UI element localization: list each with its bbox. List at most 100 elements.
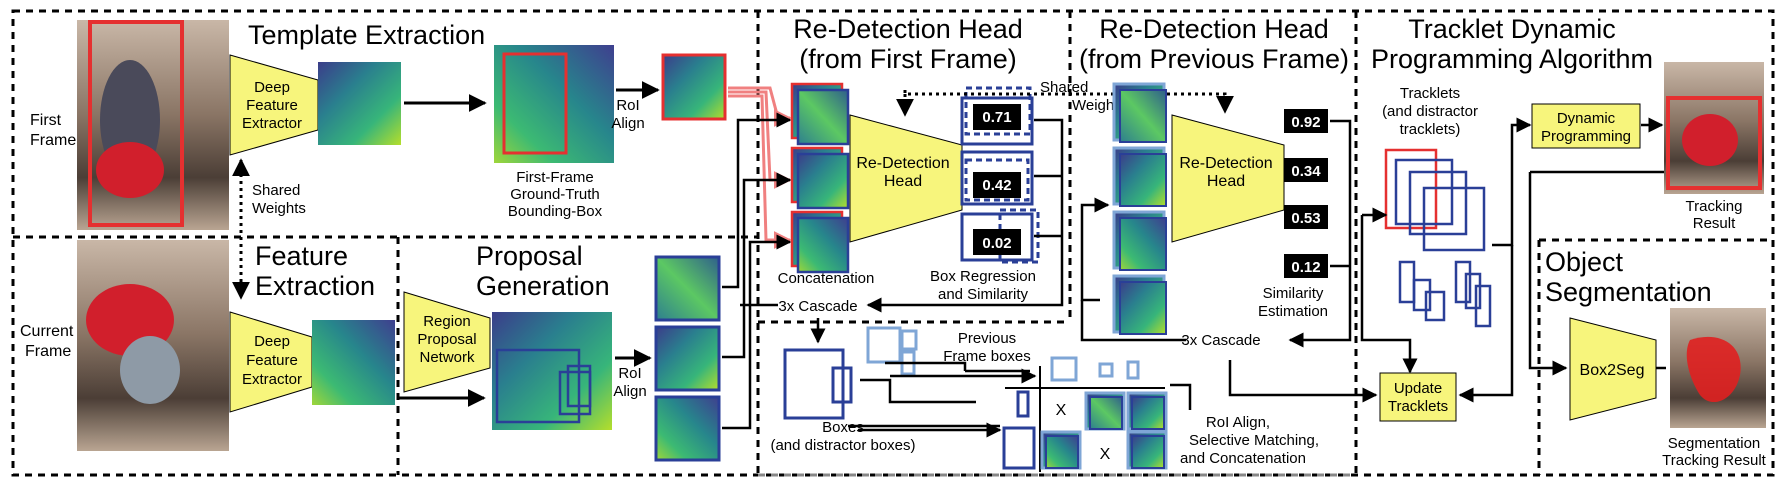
section-title-proposal-1: Proposal bbox=[476, 241, 583, 271]
shared-weights-top-2: Weights bbox=[1072, 97, 1126, 114]
section-title-objseg-2: Segmentation bbox=[1545, 277, 1712, 307]
dfe-bottom-label-1: Deep bbox=[254, 333, 290, 350]
sim-est-label-2: Estimation bbox=[1258, 303, 1328, 320]
roi-sel-label-3: and Concatenation bbox=[1180, 450, 1306, 467]
cascade-loop-first bbox=[866, 118, 1064, 313]
current-feature-map bbox=[312, 320, 395, 405]
rpn-label-2: Proposal bbox=[417, 331, 476, 348]
tracking-result-label-2: Result bbox=[1693, 215, 1736, 232]
dynamic-programming-box bbox=[1531, 103, 1641, 149]
seg-result-label-1: Segmentation bbox=[1668, 435, 1761, 452]
current-frame-image bbox=[77, 240, 229, 451]
section-title-objseg-1: Object bbox=[1545, 247, 1624, 277]
box-regression-label-1: Box Regression bbox=[930, 268, 1036, 285]
rdh-first-label-2: Head bbox=[884, 173, 922, 190]
rpn-label-3: Network bbox=[419, 349, 475, 366]
section-title-rdh-prev-1: Re-Detection Head bbox=[1099, 14, 1329, 44]
first-frame-label-2: Frame bbox=[30, 132, 76, 149]
proposal-roi-features bbox=[654, 255, 721, 462]
concat-features bbox=[790, 82, 850, 274]
dfe-top-label-3: Extractor bbox=[242, 115, 302, 132]
seg-result-label-2: Tracking Result bbox=[1662, 452, 1766, 469]
prev-scores bbox=[1284, 109, 1328, 278]
section-borders bbox=[11, 9, 1775, 477]
tracklets-label-1: Tracklets bbox=[1400, 85, 1460, 102]
rdh-prev-label-2: Head bbox=[1207, 173, 1245, 190]
roi-align-top-2: Align bbox=[611, 115, 644, 132]
roi-template-feature bbox=[661, 53, 727, 121]
first-frame-feature-map bbox=[494, 45, 614, 163]
score-first-2: 0.42 bbox=[982, 177, 1011, 194]
rdh-prev-label-1: Re-Detection bbox=[1179, 155, 1272, 172]
prev-concat-features bbox=[1112, 82, 1167, 335]
section-title-tdpa-1: Tracklet Dynamic bbox=[1408, 14, 1616, 44]
tracklets-graphic bbox=[1384, 148, 1492, 328]
box2seg-label: Box2Seg bbox=[1580, 362, 1645, 379]
section-title-feature-1: Feature bbox=[255, 241, 348, 271]
proposal-to-concat-arrows bbox=[722, 112, 792, 430]
box-regression-label-2: and Similarity bbox=[938, 286, 1029, 303]
roi-sel-label-1: RoI Align, bbox=[1206, 414, 1270, 431]
x-mark-1: X bbox=[1056, 402, 1067, 419]
dfe-bottom-label-3: Extractor bbox=[242, 371, 302, 388]
dfe-top-label-1: Deep bbox=[254, 79, 290, 96]
shared-weights-left-2: Weights bbox=[252, 200, 306, 217]
template-feature-map bbox=[318, 62, 401, 145]
prev-boxes-label-1: Previous bbox=[958, 330, 1016, 347]
update-label-2: Tracklets bbox=[1388, 398, 1448, 415]
redetection-head-first bbox=[849, 114, 963, 243]
cascade-label-first: 3x Cascade bbox=[778, 298, 857, 315]
matching-grid bbox=[1002, 356, 1168, 472]
dp-label-2: Programming bbox=[1541, 128, 1631, 145]
score-first-3: 0.02 bbox=[982, 235, 1011, 252]
cascade-loop-prev bbox=[1080, 119, 1378, 403]
first-frame-image bbox=[77, 20, 229, 230]
current-frame-label-1: Current bbox=[20, 323, 74, 340]
gt-label-2: Ground-Truth bbox=[510, 186, 599, 203]
proposal-feature-map bbox=[492, 312, 612, 430]
tracklets-label-3: tracklets) bbox=[1400, 121, 1461, 138]
current-frame-label-2: Frame bbox=[25, 343, 71, 360]
boxes-label-1: Boxes bbox=[822, 419, 864, 436]
roi-align-bottom-1: RoI bbox=[618, 365, 641, 382]
score-prev-1: 0.92 bbox=[1291, 114, 1320, 131]
tracking-result-label-1: Tracking bbox=[1686, 198, 1743, 215]
score-prev-2: 0.34 bbox=[1291, 163, 1321, 180]
gt-label-3: Bounding-Box bbox=[508, 203, 603, 220]
shared-weights-left-1: Shared bbox=[252, 182, 300, 199]
section-title-template-extraction: Template Extraction bbox=[248, 20, 485, 50]
x-mark-2: X bbox=[1100, 446, 1111, 463]
section-title-rdh-first-2: (from First Frame) bbox=[799, 44, 1016, 74]
section-title-rdh-first-1: Re-Detection Head bbox=[793, 14, 1023, 44]
prev-boxes-label-2: Frame boxes bbox=[943, 348, 1031, 365]
concatenation-label: Concatenation bbox=[778, 270, 875, 287]
roi-align-bottom-2: Align bbox=[613, 383, 646, 400]
sim-est-label-1: Similarity bbox=[1263, 285, 1324, 302]
section-title-proposal-2: Generation bbox=[476, 271, 610, 301]
dp-label-1: Dynamic bbox=[1557, 110, 1616, 127]
score-prev-3: 0.53 bbox=[1291, 210, 1320, 227]
cascade-label-prev: 3x Cascade bbox=[1181, 332, 1260, 349]
tracklets-label-2: (and distractor bbox=[1382, 103, 1478, 120]
proposal-boxes bbox=[495, 348, 592, 424]
current-boxes bbox=[783, 326, 918, 420]
box2seg-block bbox=[1569, 317, 1657, 421]
score-prev-4: 0.12 bbox=[1291, 259, 1320, 276]
update-tracklets-box bbox=[1379, 372, 1457, 422]
roi-align-top-1: RoI bbox=[616, 97, 639, 114]
gt-box bbox=[502, 52, 568, 155]
dfe-bottom-label-2: Feature bbox=[246, 352, 298, 369]
gt-label-1: First-Frame bbox=[516, 169, 594, 186]
boxes-label-2: (and distractor boxes) bbox=[770, 437, 915, 454]
update-label-1: Update bbox=[1394, 380, 1442, 397]
tracking-result-image bbox=[1664, 62, 1764, 194]
score-first-1: 0.71 bbox=[982, 109, 1011, 126]
segmentation-result-image bbox=[1670, 308, 1766, 428]
dfe-top-label-2: Feature bbox=[246, 97, 298, 114]
region-proposal-network bbox=[403, 291, 491, 393]
section-title-tdpa-2: Programming Algorithm bbox=[1371, 44, 1653, 74]
tdpa-arrows bbox=[1360, 117, 1532, 403]
matching-arrows bbox=[860, 361, 1030, 404]
section-title-feature-2: Extraction bbox=[255, 271, 375, 301]
